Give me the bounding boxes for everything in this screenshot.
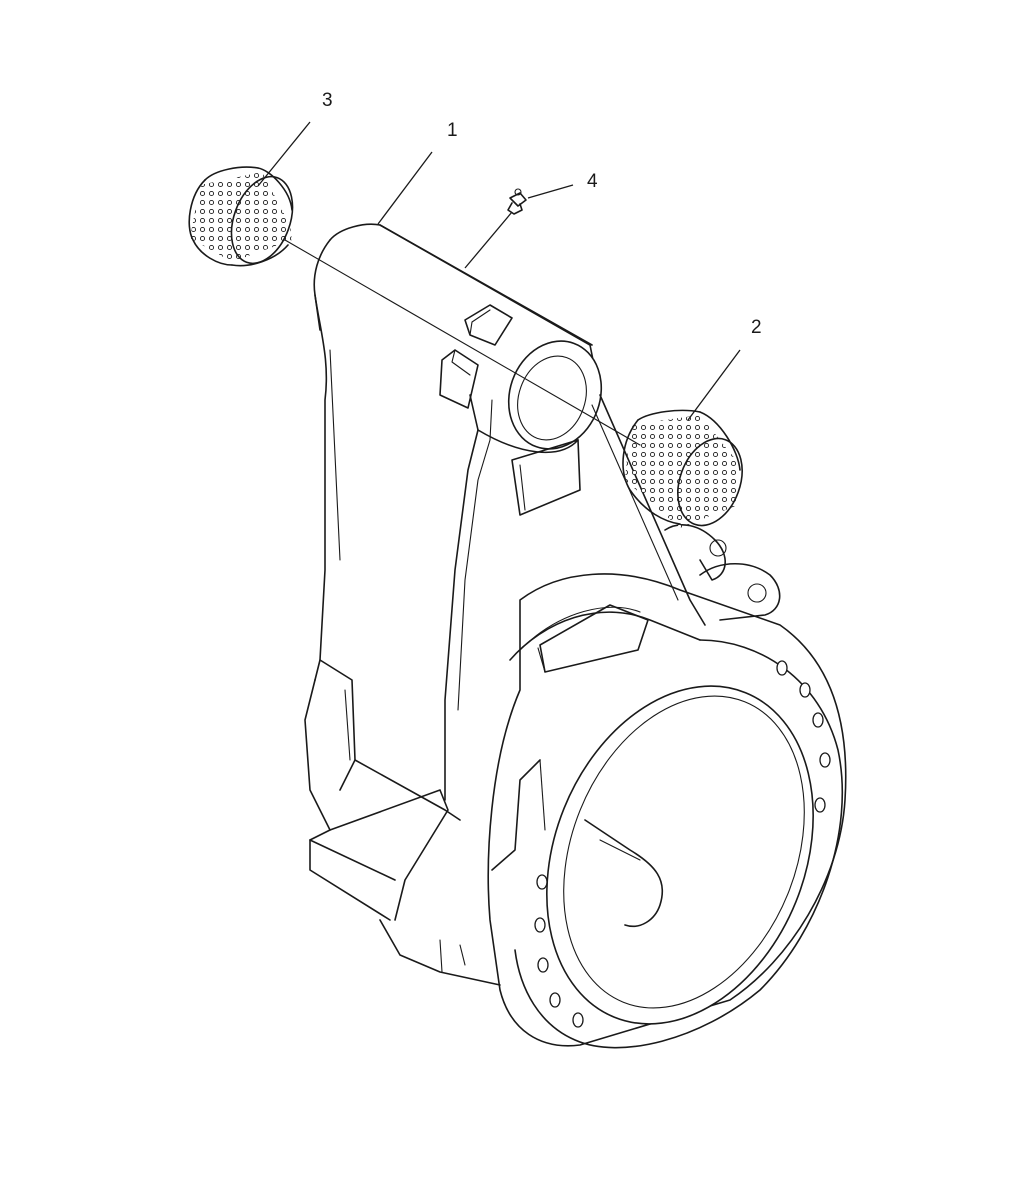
leader-4-b — [464, 211, 513, 269]
leader-2 — [687, 349, 741, 421]
needle-bearing-left-part — [188, 166, 294, 267]
housing-arm-part — [304, 223, 847, 1049]
leader-1 — [377, 151, 433, 225]
flange-bolt-holes — [534, 660, 831, 1028]
callout-4: 4 — [587, 171, 598, 192]
leader-3 — [257, 121, 311, 187]
callout-1: 1 — [447, 120, 458, 141]
callout-3: 3 — [322, 90, 333, 111]
callout-2: 2 — [751, 317, 762, 338]
leader-4-a — [527, 184, 574, 199]
leader-lines — [257, 121, 741, 421]
grease-fitting-part — [507, 188, 527, 215]
needle-bearing-right-part — [622, 409, 743, 528]
bore-axis-line — [284, 239, 641, 446]
